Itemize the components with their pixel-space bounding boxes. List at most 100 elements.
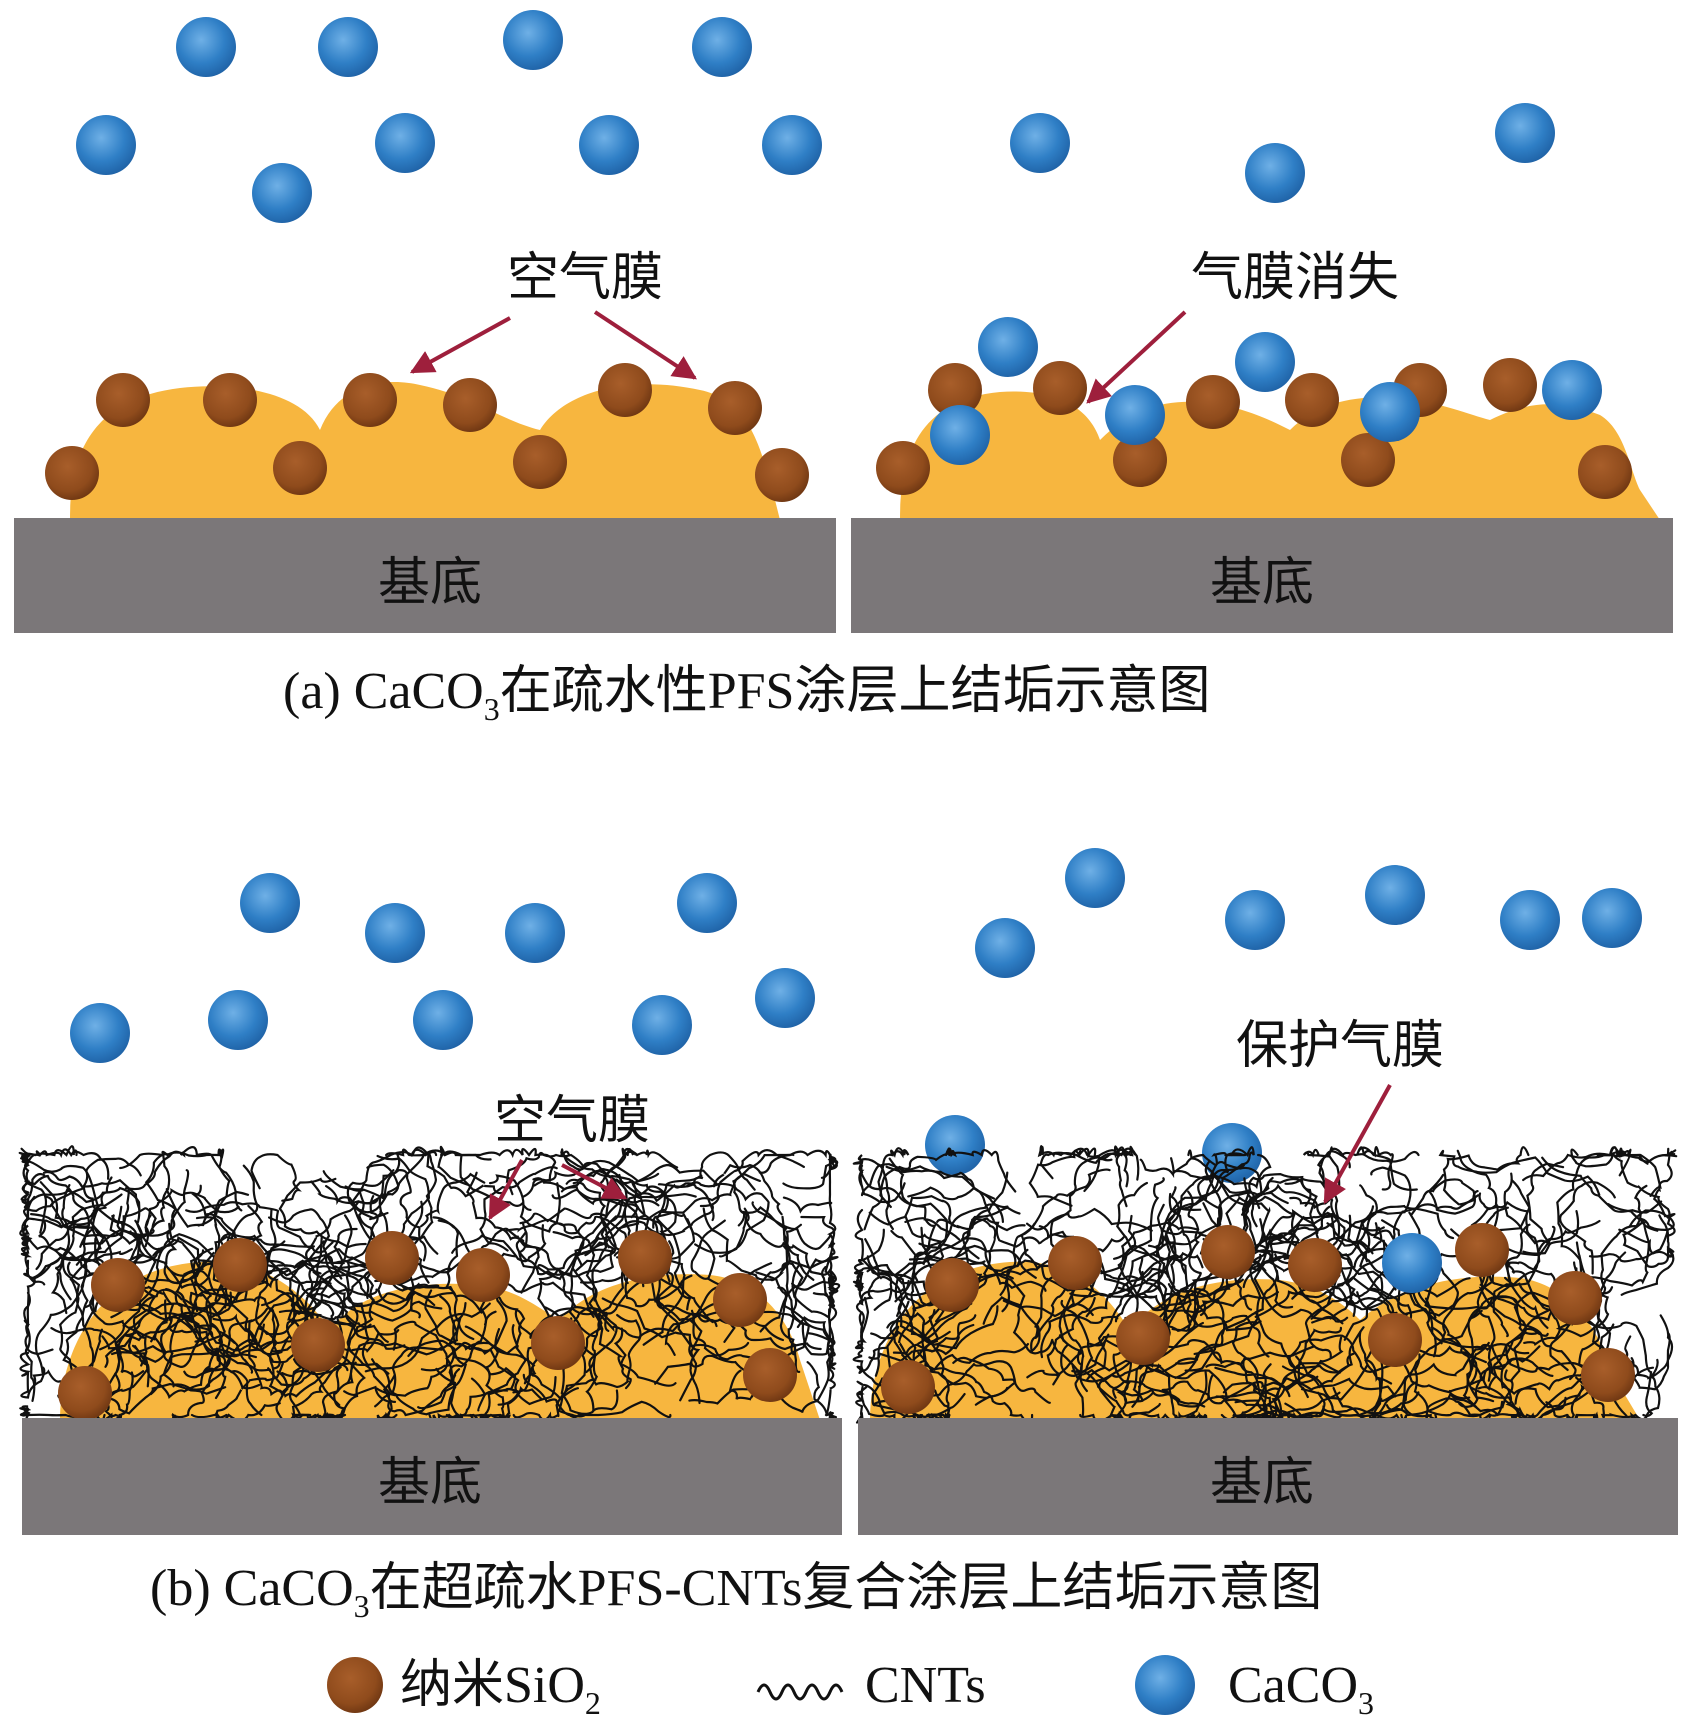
sio2-particle [273, 441, 327, 495]
sio2-particle [343, 373, 397, 427]
substrate-label-a-right: 基底 [1210, 553, 1314, 613]
legend-caco3-text: CaCO [1228, 1657, 1358, 1714]
panel-a-left: 基底 空气膜 [14, 10, 836, 633]
caco3-particle [925, 1115, 985, 1175]
cnt-strand [1027, 1209, 1152, 1231]
cnt-strand [1030, 1149, 1095, 1206]
caco3-attached-b-right [1382, 1233, 1442, 1293]
caco3-particle [1582, 888, 1642, 948]
sio2-particle [91, 1258, 145, 1312]
caption-b-prefix: (b) CaCO [150, 1560, 354, 1617]
caco3-particle [755, 968, 815, 1028]
sio2-particle [1033, 361, 1087, 415]
coating-a-right [900, 392, 1660, 520]
caco3-particle [692, 17, 752, 77]
caco3-particle [1495, 103, 1555, 163]
annotation-b-right: 保护气膜 [1236, 1016, 1444, 1076]
caco3-particle [318, 17, 378, 77]
sio2-particle [45, 446, 99, 500]
annotation-a-left: 空气膜 [507, 248, 663, 308]
substrate-label-b-left: 基底 [378, 1453, 482, 1513]
sio2-particle [1578, 445, 1632, 499]
sio2-particle [925, 1258, 979, 1312]
caco3-particle [375, 113, 435, 173]
caco3-particle [1225, 890, 1285, 950]
panel-b-left: 基底 空气膜 [20, 873, 842, 1535]
sio2-particle [1548, 1271, 1602, 1325]
caco3-particle [505, 903, 565, 963]
caco3-particle [1542, 360, 1602, 420]
legend-sio2-text: 纳米SiO [400, 1657, 585, 1714]
legend-caco3-subscript: 3 [1358, 1685, 1374, 1721]
sio2-particle [881, 1360, 935, 1414]
caco3-particle [76, 115, 136, 175]
cnt-strand [1560, 1182, 1615, 1273]
caption-a: (a) CaCO3在疏水性PFS涂层上结垢示意图 [283, 666, 1210, 718]
caco3-particle [1365, 865, 1425, 925]
sio2-particle [456, 1248, 510, 1302]
sio2-particle [1186, 375, 1240, 429]
sio2-particle [743, 1348, 797, 1402]
sio2-particle [1201, 1225, 1255, 1279]
caption-b-suffix: 在超疏水PFS-CNTs复合涂层上结垢示意图 [370, 1560, 1323, 1617]
panel-a-right: 基底 气膜消失 [851, 103, 1673, 633]
caco3-particle [677, 873, 737, 933]
caco3-particle [1360, 382, 1420, 442]
caption-b-subscript: 3 [354, 1588, 370, 1624]
legend-cnt-icon [758, 1685, 842, 1699]
caco3-particle [365, 903, 425, 963]
sio2-particle [443, 378, 497, 432]
sio2-particle [708, 381, 762, 435]
caco3-particle [208, 990, 268, 1050]
coating-a-left [70, 382, 780, 520]
substrate-label-a-left: 基底 [378, 553, 482, 613]
caco3-particle [930, 405, 990, 465]
caco3-particle [1105, 385, 1165, 445]
caco3-particle [632, 995, 692, 1055]
caption-a-suffix: 在疏水性PFS涂层上结垢示意图 [500, 663, 1211, 720]
cnt-strand [1412, 1175, 1475, 1214]
sio2-particle [1368, 1313, 1422, 1367]
legend-sio2-icon [327, 1657, 383, 1713]
cnt-strand [739, 1208, 814, 1280]
caption-b: (b) CaCO3在超疏水PFS-CNTs复合涂层上结垢示意图 [150, 1563, 1322, 1615]
cnt-strand [20, 1153, 46, 1233]
cnt-strand [714, 1165, 782, 1214]
sio2-particle [713, 1273, 767, 1327]
sio2-particle [1116, 1311, 1170, 1365]
cnt-strand [252, 1154, 299, 1200]
caco3-particles-b-left [70, 873, 815, 1063]
panel-b-right: 基底 保护气膜 [854, 848, 1678, 1535]
sio2-particle [1581, 1348, 1635, 1402]
sio2-particle [1288, 1238, 1342, 1292]
sio2-particle [513, 435, 567, 489]
sio2-particle [58, 1366, 112, 1420]
cnt-strand [346, 1165, 399, 1198]
sio2-particle [598, 363, 652, 417]
caco3-particle [1235, 332, 1295, 392]
caco3-particle [978, 317, 1038, 377]
caco3-particle [240, 873, 300, 933]
legend-cnt-text: CNTs [865, 1657, 986, 1714]
caco3-particle [503, 10, 563, 70]
cnt-strand [870, 1196, 955, 1226]
sio2-particle [876, 441, 930, 495]
caco3-particle [70, 1003, 130, 1063]
caco3-particle [1382, 1233, 1442, 1293]
caco3-particles-a-left [76, 10, 822, 223]
sio2-particle [213, 1238, 267, 1292]
cnt-strand [659, 1152, 755, 1189]
legend-caco3-icon [1135, 1655, 1195, 1715]
sio2-particle [365, 1231, 419, 1285]
arrow-a-left-1 [412, 318, 510, 372]
sio2-particle [755, 448, 809, 502]
sio2-particle [1455, 1223, 1509, 1277]
sio2-particle [203, 373, 257, 427]
sio2-particle [618, 1230, 672, 1284]
annotation-a-right: 气膜消失 [1191, 248, 1399, 308]
caco3-particle [975, 918, 1035, 978]
legend-cnt-label: CNTs [865, 1660, 986, 1712]
caco3-particles-a-right [1010, 103, 1555, 203]
arrow-b-right [1325, 1085, 1390, 1202]
legend-sio2-subscript: 2 [585, 1685, 601, 1721]
